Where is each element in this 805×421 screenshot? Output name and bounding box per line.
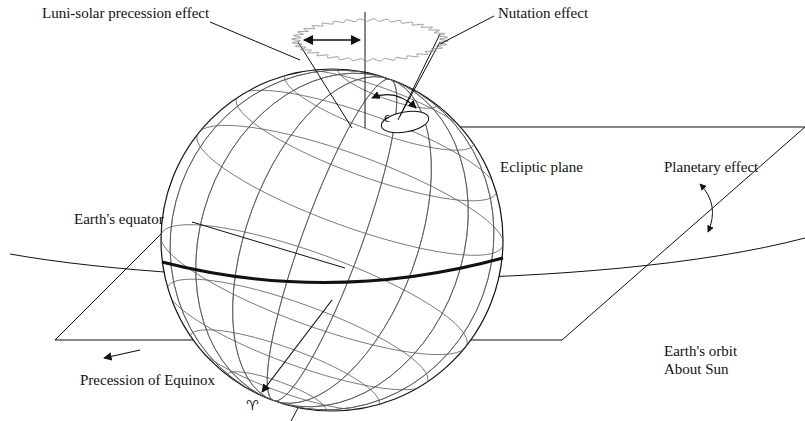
leader-line — [192, 222, 345, 268]
equinox-arrow — [262, 300, 332, 392]
obliquity-symbol: ϵ — [384, 108, 390, 126]
polar-cap — [380, 108, 431, 136]
equator-line — [162, 258, 503, 283]
parallel — [149, 200, 479, 378]
meridian — [193, 50, 471, 421]
earth-axis-south — [291, 408, 298, 421]
parallel — [183, 315, 387, 421]
leader-line — [440, 16, 494, 44]
aries-symbol: ♈ — [246, 396, 259, 414]
meridian — [123, 24, 542, 421]
parallel — [226, 70, 507, 222]
parallel — [185, 101, 515, 279]
equinox-precession-arrow — [104, 350, 140, 358]
parallel — [277, 55, 481, 165]
planetary-arrow — [700, 184, 713, 232]
annotation-label: Precession of Equinox — [80, 371, 215, 389]
meridian — [150, 35, 513, 421]
ecliptic-normal — [365, 12, 366, 128]
annotation-label: Luni-solar precession effect — [42, 4, 209, 22]
earth-axis — [398, 34, 440, 120]
leader-line — [210, 22, 300, 60]
meridian — [123, 24, 542, 421]
annotation-label: Earth's orbit About Sun — [664, 342, 774, 378]
globe-grid — [120, 21, 545, 421]
precession-cone — [400, 42, 440, 116]
nutation-wave — [292, 19, 448, 61]
meridian — [150, 35, 513, 421]
parallel — [334, 58, 441, 116]
annotation-label: Ecliptic plane — [500, 158, 583, 176]
annotation-label: Earth's equator — [74, 210, 164, 228]
annotation-label: Nutation effect — [498, 4, 588, 22]
precession-arrow — [304, 39, 360, 41]
meridian — [193, 50, 471, 421]
obliquity-arc — [372, 95, 416, 108]
annotation-label: Planetary effect — [664, 158, 758, 176]
